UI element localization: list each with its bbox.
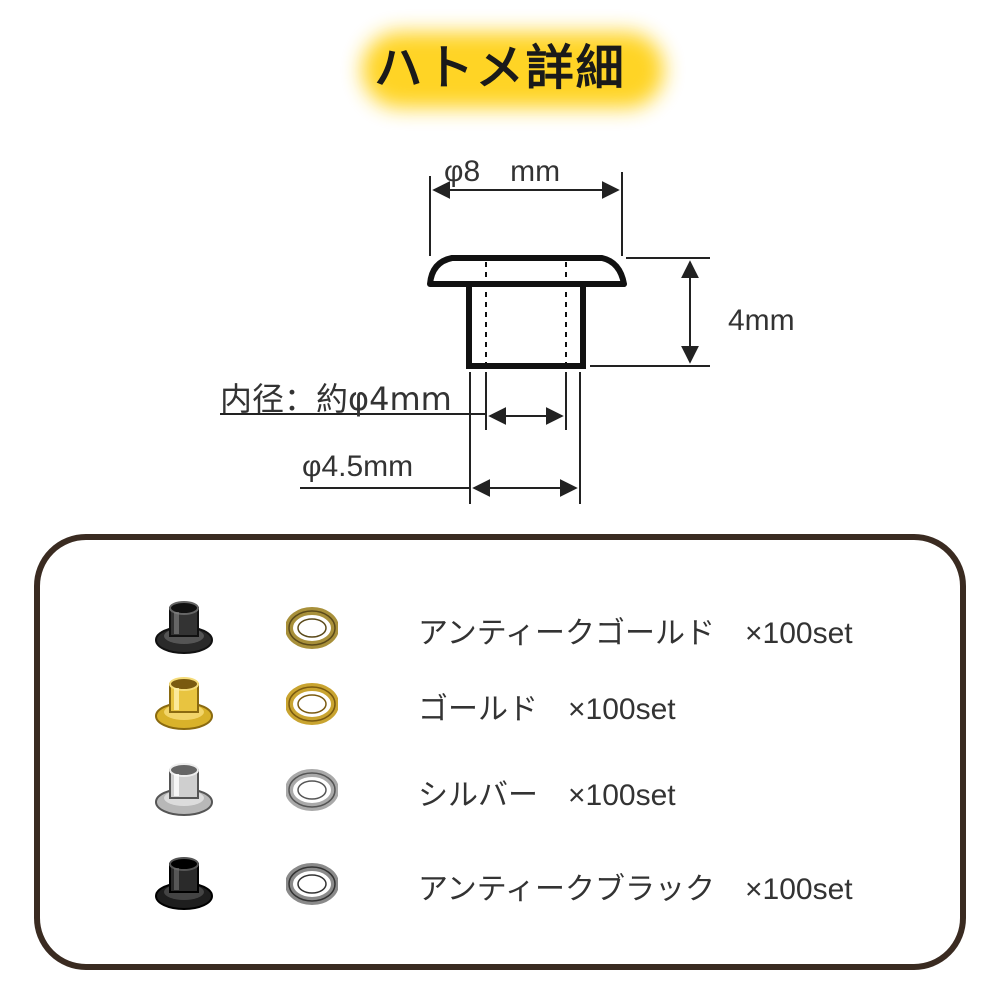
shaft-diameter-label: φ4.5mm xyxy=(302,450,414,483)
height-dimension xyxy=(590,257,710,367)
variant-row: アンティークゴールド ×100set xyxy=(40,600,960,660)
variant-quantity: ×100set xyxy=(745,873,853,906)
variant-row: ゴールド ×100set xyxy=(40,676,960,736)
variant-list: アンティークゴールド ×100set ゴールド ×100set xyxy=(34,534,966,970)
washer-icon xyxy=(286,683,338,725)
shaft-diameter-dimension xyxy=(300,372,581,504)
title-area: ハトメ詳細 xyxy=(0,18,1000,108)
variant-name: アンティークゴールド xyxy=(418,616,715,651)
title-highlight xyxy=(362,32,664,108)
washer-icon xyxy=(286,863,338,905)
outer-diameter-label: φ8 mm xyxy=(444,155,561,188)
variant-quantity: ×100set xyxy=(568,693,676,726)
variant-name: ゴールド xyxy=(418,692,538,727)
inner-diameter-dimension xyxy=(220,372,567,430)
variant-quantity: ×100set xyxy=(568,779,676,812)
variant-label: アンティークゴールド ×100set xyxy=(418,608,853,652)
outer-diameter-dimension xyxy=(429,172,623,256)
rivet-icon xyxy=(155,763,213,816)
rivet-icon xyxy=(155,857,213,910)
rivet-icon xyxy=(155,677,213,730)
inner-diameter-label: 内径：約φ4mm xyxy=(220,380,452,418)
washer-icon xyxy=(286,607,338,649)
rivet-icon xyxy=(155,601,213,654)
height-label: 4mm xyxy=(728,304,795,337)
variant-label: シルバー ×100set xyxy=(418,770,676,814)
variant-name: シルバー xyxy=(418,778,538,813)
variant-quantity: ×100set xyxy=(745,617,853,650)
washer-icon xyxy=(286,769,338,811)
variant-row: シルバー ×100set xyxy=(40,762,960,822)
variant-label: ゴールド ×100set xyxy=(418,684,676,728)
variant-label: アンティークブラック ×100set xyxy=(418,864,853,908)
variant-name: アンティークブラック xyxy=(418,872,715,907)
eyelet-diagram xyxy=(220,172,710,504)
variant-row: アンティークブラック ×100set xyxy=(40,856,960,916)
page-title: ハトメ詳細 xyxy=(374,40,626,96)
eyelet-shape xyxy=(427,255,627,369)
